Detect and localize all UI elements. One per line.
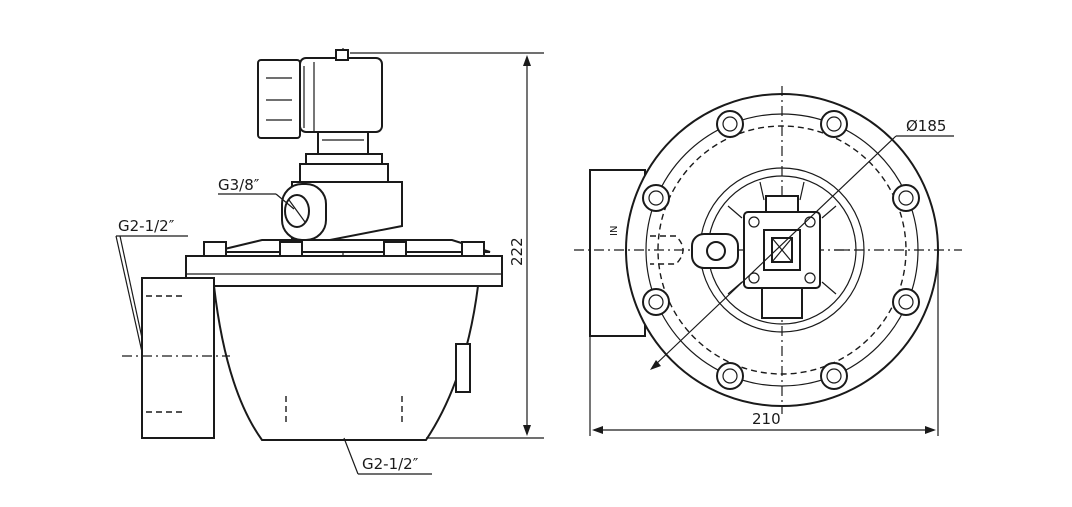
label-g212-bottom: G2-1/2″ xyxy=(362,455,419,473)
flange xyxy=(185,255,503,287)
bolt-3 xyxy=(892,184,920,212)
label-210: 210 xyxy=(752,410,781,428)
pilot-assembly xyxy=(691,195,821,319)
leader-g212-bottom xyxy=(343,437,432,475)
solenoid-stem xyxy=(299,131,389,183)
dimension-210 xyxy=(589,252,939,436)
side-view: G3/8″ G2-1/2″ G2-1/2″ 222 xyxy=(115,48,544,475)
label-185: Ø185 xyxy=(906,117,946,135)
inlet-pipe xyxy=(141,277,215,439)
top-flange-bolts xyxy=(642,110,920,390)
leader-g212-left xyxy=(115,235,188,353)
bolt-5 xyxy=(820,362,848,390)
leader-g38 xyxy=(218,193,295,210)
bolt-4 xyxy=(892,288,920,316)
lower-body xyxy=(212,285,480,441)
top-view: IN xyxy=(574,86,962,436)
inlet-nozzle-hidden xyxy=(650,235,684,265)
dimension-185 xyxy=(650,135,954,370)
bolt-2 xyxy=(820,110,848,138)
radial-ribs xyxy=(727,181,850,295)
label-inlet: IN xyxy=(609,226,620,236)
solenoid-coil xyxy=(257,49,383,139)
g38-port xyxy=(284,194,310,228)
bolt-8 xyxy=(642,184,670,212)
dimension-222 xyxy=(350,52,544,439)
flange-bolts xyxy=(203,241,485,298)
label-222: 222 xyxy=(508,237,526,266)
label-g212-left: G2-1/2″ xyxy=(118,217,175,235)
bolt-6 xyxy=(716,362,744,390)
bolt-7 xyxy=(642,288,670,316)
bolt-1 xyxy=(716,110,744,138)
label-g38: G3/8″ xyxy=(218,176,260,194)
